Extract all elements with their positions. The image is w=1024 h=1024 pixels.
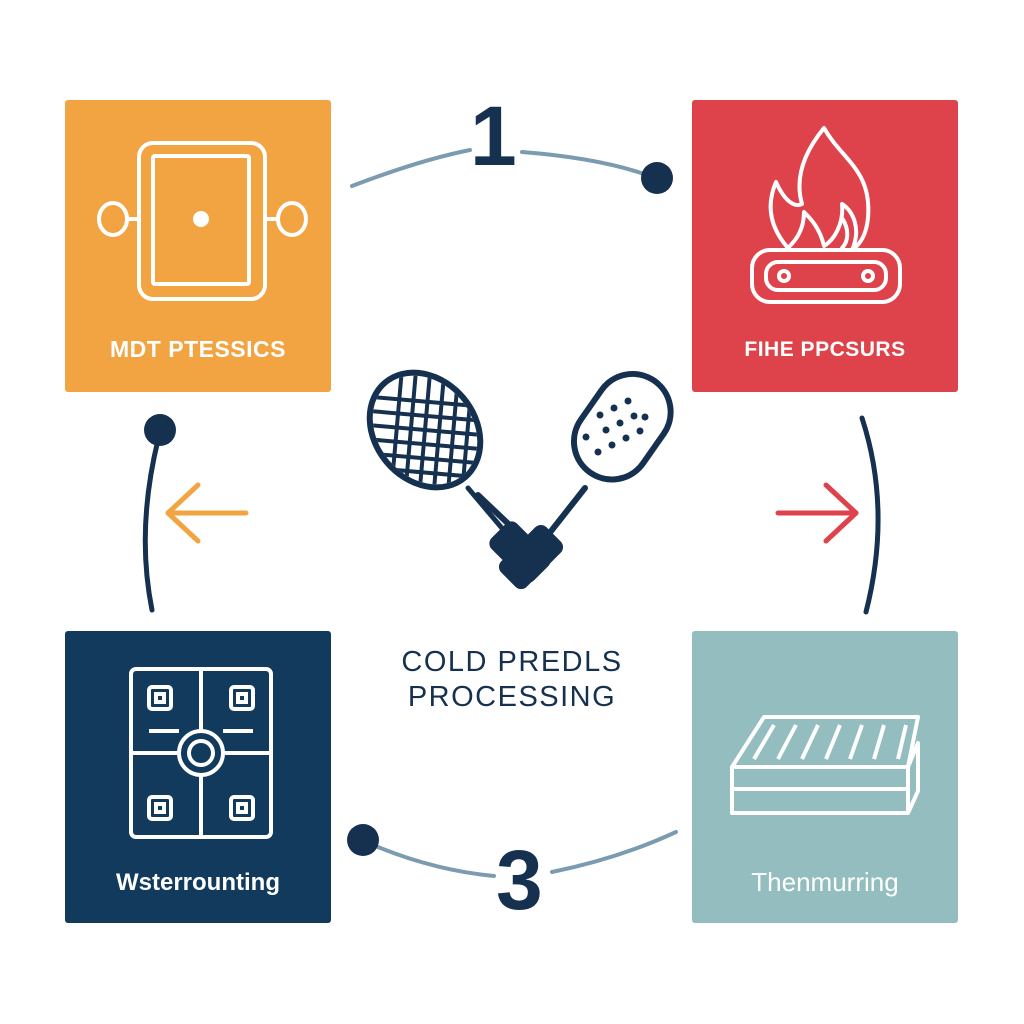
flame-burner-icon [750, 126, 902, 304]
center-title-line-2: PROCESSING [407, 681, 617, 713]
arrow-right-icon [775, 482, 859, 544]
card-top-left-label: MDT PTESSICS [110, 336, 286, 362]
card-bottom-right-label: Thenmurring [751, 867, 899, 897]
stacked-sheets-icon [730, 715, 920, 815]
racket-and-paddle-icon [351, 354, 674, 590]
connector-bottom-right [550, 830, 678, 874]
connector-top [350, 148, 472, 188]
connector-right [859, 415, 881, 615]
card-bottom-right: Thenmurring [692, 631, 958, 923]
card-top-left: MDT PTESSICS [65, 100, 331, 392]
connector-top-right [520, 150, 652, 178]
card-bottom-left-label: Wsterrounting [116, 869, 280, 896]
arrow-left-icon [165, 482, 249, 544]
step-number-bottom: 3 [496, 833, 543, 927]
connector-left [142, 437, 161, 613]
connector-bottom-left [364, 840, 496, 878]
center-title-line-1: COLD PREDLS [401, 646, 623, 678]
step-number-top: 1 [470, 89, 517, 183]
connector-dot-bottom-left [347, 824, 379, 856]
card-top-right: FIHE PPCSURS [692, 100, 958, 392]
card-top-right-label: FIHE PPCSURS [744, 338, 906, 361]
connector-dot-left [144, 414, 176, 446]
connector-dot-top-right [641, 162, 673, 194]
circuit-board-icon [129, 667, 273, 839]
mold-press-icon [97, 141, 308, 301]
card-bottom-left: Wsterrounting [65, 631, 331, 923]
